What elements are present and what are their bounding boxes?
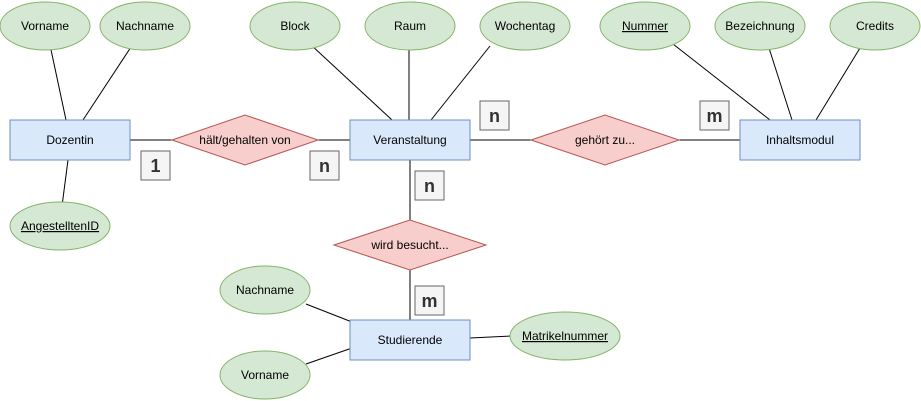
relationship-label: gehört zu... bbox=[575, 133, 635, 147]
attribute-dozentin-nachname: Nachname bbox=[99, 1, 191, 51]
cardinality-label: n bbox=[489, 106, 500, 126]
attribute-label: Credits bbox=[856, 19, 894, 33]
cardinality-veranstaltung-gehalten: n bbox=[309, 150, 340, 181]
line-dozentin-vorname bbox=[49, 44, 67, 121]
cardinality-studierende: m bbox=[414, 285, 445, 316]
attribute-label: Nachname bbox=[116, 19, 174, 33]
cardinality-veranstaltung-besucht: n bbox=[414, 170, 445, 201]
relationship-haelt-gehalten-von: hält/gehalten von bbox=[170, 114, 320, 166]
line-stud-vorname bbox=[305, 347, 353, 365]
line-dozentin-nachname bbox=[82, 46, 132, 121]
attribute-label: Wochentag bbox=[495, 19, 556, 33]
attribute-dozentin-vorname: Vorname bbox=[0, 1, 91, 51]
entity-veranstaltung: Veranstaltung bbox=[349, 119, 471, 161]
attribute-label-key: Matrikelnummer bbox=[522, 329, 608, 343]
attribute-angestellten-id: AngestelltenID bbox=[9, 201, 111, 251]
line-dozentin-id bbox=[61, 159, 69, 207]
line-wochentag-veranstaltung bbox=[430, 45, 491, 121]
attribute-nummer: Nummer bbox=[599, 1, 691, 51]
attribute-bezeichnung: Bezeichnung bbox=[714, 1, 806, 51]
relationship-gehoert-zu: gehört zu... bbox=[529, 114, 681, 166]
line-block-veranstaltung bbox=[309, 43, 393, 121]
attribute-label: Bezeichnung bbox=[725, 19, 794, 33]
line-stud-matrikel bbox=[469, 335, 512, 339]
cardinality-label: 1 bbox=[150, 156, 160, 176]
attribute-label: Vorname bbox=[241, 368, 289, 382]
cardinality-veranstaltung-gehoert: n bbox=[479, 100, 510, 131]
attribute-raum: Raum bbox=[364, 1, 456, 51]
connector-lines bbox=[49, 43, 861, 365]
attribute-label: Nachname bbox=[236, 283, 294, 297]
cardinality-label: m bbox=[421, 291, 437, 311]
relationship-wird-besucht: wird besucht... bbox=[332, 219, 488, 271]
relationship-label: wird besucht... bbox=[370, 238, 448, 252]
attribute-block: Block bbox=[249, 1, 341, 51]
attribute-label: Block bbox=[280, 19, 310, 33]
entity-label: Inhaltsmodul bbox=[766, 133, 834, 147]
attribute-matrikelnummer: Matrikelnummer bbox=[509, 311, 621, 361]
attribute-stud-nachname: Nachname bbox=[219, 265, 311, 315]
cardinality-dozentin: 1 bbox=[140, 150, 171, 181]
relationship-label: hält/gehalten von bbox=[199, 133, 290, 147]
line-stud-nachname bbox=[305, 303, 353, 323]
cardinality-inhaltsmodul: m bbox=[699, 100, 730, 131]
entity-inhaltsmodul: Inhaltsmodul bbox=[739, 119, 861, 161]
entity-label: Studierende bbox=[378, 333, 443, 347]
cardinality-label: n bbox=[424, 176, 435, 196]
entity-dozentin: Dozentin bbox=[9, 119, 131, 161]
attribute-wochentag: Wochentag bbox=[479, 1, 571, 51]
line-nummer-inhaltsmodul bbox=[672, 43, 771, 121]
entity-studierende: Studierende bbox=[349, 319, 471, 361]
attribute-label: Vorname bbox=[21, 19, 69, 33]
attribute-credits: Credits bbox=[829, 1, 921, 51]
entity-label: Veranstaltung bbox=[373, 133, 446, 147]
attribute-label-key: AngestelltenID bbox=[21, 219, 99, 233]
attribute-label-key: Nummer bbox=[622, 19, 668, 33]
entity-label: Dozentin bbox=[46, 133, 93, 147]
attribute-stud-vorname: Vorname bbox=[219, 350, 311, 400]
cardinality-label: n bbox=[319, 156, 330, 176]
line-bezeichnung-inhaltsmodul bbox=[768, 47, 793, 121]
line-credits-inhaltsmodul bbox=[815, 47, 861, 121]
attribute-label: Raum bbox=[394, 19, 426, 33]
cardinality-label: m bbox=[706, 106, 722, 126]
